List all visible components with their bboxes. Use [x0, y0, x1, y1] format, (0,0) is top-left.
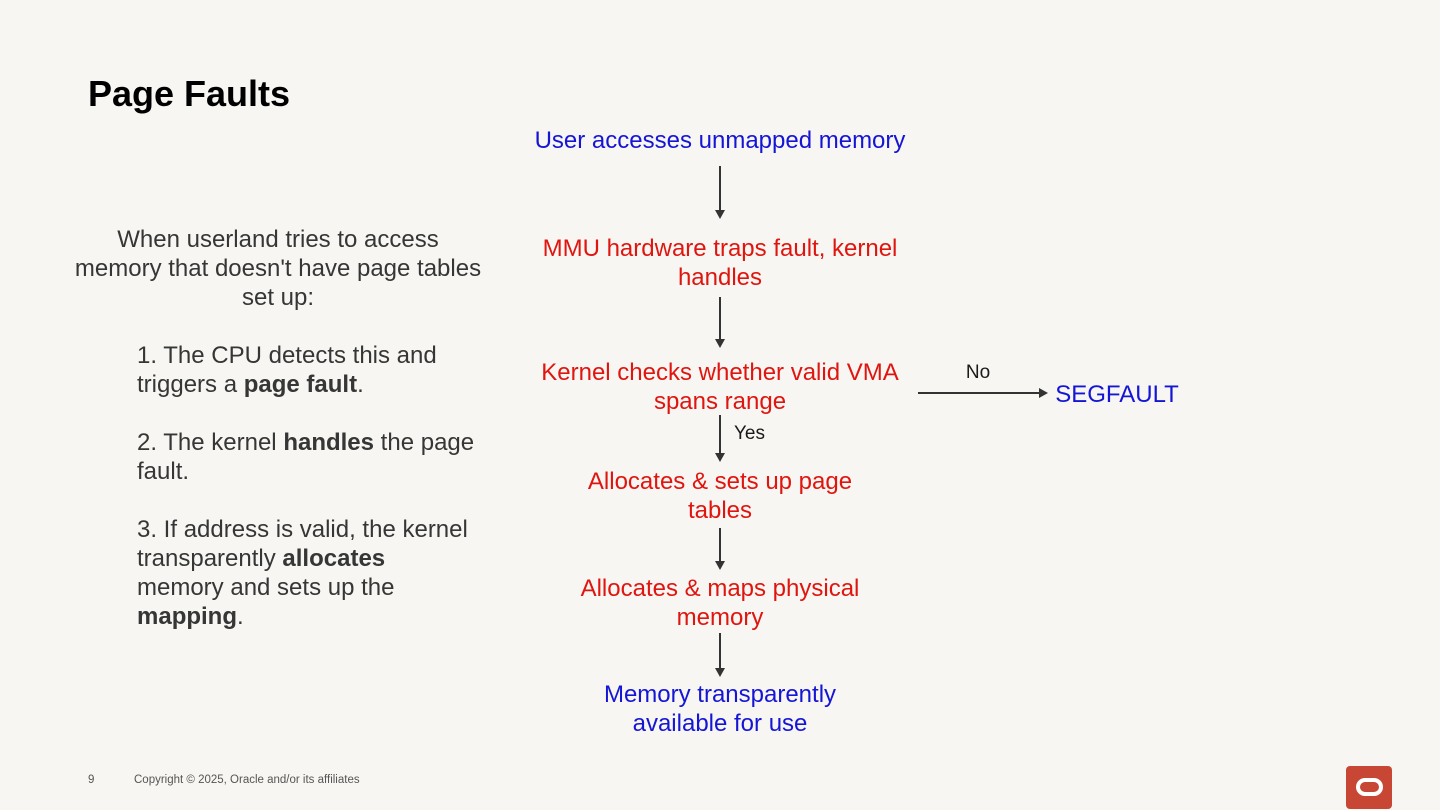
right-arrow-icon — [918, 388, 1048, 398]
down-arrow-icon — [715, 415, 725, 462]
copyright-text: Copyright © 2025, Oracle and/or its affi… — [134, 774, 360, 786]
flow-node-user-access: User accesses unmapped memory — [510, 126, 930, 155]
flow-node-memory-available: Memory transparently available for use — [510, 680, 930, 738]
down-arrow-icon — [715, 297, 725, 348]
intro-line: When userland tries to access — [117, 226, 439, 253]
flow-node-line: memory — [676, 604, 764, 631]
list-item-bold-text: page fault — [243, 371, 358, 398]
flow-node-line: User accesses unmapped memory — [534, 127, 906, 154]
branch-yes-label: Yes — [734, 423, 765, 444]
flow-node-line: handles — [677, 264, 763, 291]
down-arrow-icon — [715, 166, 725, 219]
flow-node-physical-memory: Allocates & maps physical memory — [510, 574, 930, 632]
down-arrow-icon — [715, 633, 725, 677]
flow-node-line: Kernel checks whether valid VMA — [541, 359, 899, 386]
list-item-text: . — [357, 371, 364, 398]
branch-no-label: No — [965, 362, 991, 383]
page-title: Page Faults — [88, 73, 291, 114]
intro-line: memory that doesn't have page tables — [74, 255, 482, 282]
down-arrow-icon — [715, 528, 725, 570]
list-item-bold-text: handles — [283, 429, 375, 456]
flow-node-line: spans range — [653, 388, 787, 415]
list-item-text: fault. — [137, 458, 190, 485]
intro-text: When userland tries to access memory tha… — [68, 225, 488, 312]
left-text-panel: When userland tries to access memory tha… — [68, 225, 488, 631]
list-item-bold-text: allocates — [282, 545, 386, 572]
list-item-text: triggers a — [137, 371, 244, 398]
list-item: 2. The kernel handles the page fault. — [137, 428, 488, 486]
flow-node-segfault: SEGFAULT — [1055, 381, 1179, 408]
flow-node-page-tables: Allocates & sets up page tables — [510, 467, 930, 525]
list-item: 3. If address is valid, the kernel trans… — [137, 515, 488, 631]
flow-node-vma-check: Kernel checks whether valid VMA spans ra… — [510, 358, 930, 416]
flow-node-line: Allocates & sets up page — [587, 468, 853, 495]
instruction-list: 1. The CPU detects this and triggers a p… — [137, 341, 488, 631]
flow-node-line: tables — [687, 497, 753, 524]
oracle-ring-icon — [1355, 777, 1383, 796]
list-item-text: memory and sets up the — [137, 574, 395, 601]
list-item-bold-text: mapping — [137, 603, 237, 630]
list-item-text: transparently — [137, 545, 283, 572]
list-item-text: the page — [374, 429, 475, 456]
flow-node-line: MMU hardware traps fault, kernel — [542, 235, 898, 262]
intro-line: set up: — [241, 284, 315, 311]
flow-node-line: available for use — [632, 710, 808, 737]
list-item-text: . — [237, 603, 244, 630]
flow-node-line: Memory transparently — [603, 681, 837, 708]
flow-node-line: Allocates & maps physical — [580, 575, 860, 602]
list-item: 1. The CPU detects this and triggers a p… — [137, 341, 488, 399]
page-number: 9 — [88, 774, 95, 786]
list-item-text: 1. The CPU detects this and — [137, 342, 437, 369]
list-item-text: 2. The kernel — [137, 429, 284, 456]
list-item-text: 3. If address is valid, the kernel — [137, 516, 468, 543]
flow-node-mmu-trap: MMU hardware traps fault, kernel handles — [510, 234, 930, 292]
oracle-logo-icon — [1346, 766, 1392, 809]
